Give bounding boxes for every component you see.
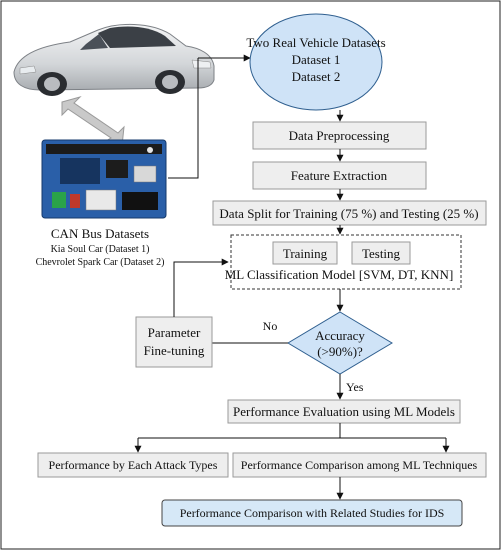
vehicle-datasets-node: Two Real Vehicle Datasets Dataset 1 Data… — [246, 13, 386, 111]
feedback-arrow — [173, 258, 229, 317]
accuracy-line2: (>90%)? — [317, 344, 363, 359]
training-label: Training — [283, 246, 328, 261]
testing-label: Testing — [362, 246, 401, 261]
car-image — [13, 23, 215, 96]
data-split-label: Data Split for Training (75 %) and Testi… — [219, 206, 478, 221]
parameter-line1: Parameter — [148, 325, 201, 340]
training-box — [272, 241, 338, 265]
can-bus-title: CAN Bus Datasets — [51, 226, 149, 241]
vehicle-datasets-line1: Dataset 1 — [292, 52, 341, 67]
data-preprocessing-box: Data Preprocessing — [252, 121, 427, 150]
performance-comparison-ml-box: Performance Comparison among ML Techniqu… — [232, 452, 487, 478]
can-bus-car2: Chevrolet Spark Car (Dataset 2) — [36, 257, 165, 268]
performance-related-box: Performance Comparison with Related Stud… — [161, 499, 463, 527]
feature-extraction-label: Feature Extraction — [291, 168, 388, 183]
performance-attack-label: Performance by Each Attack Types — [49, 458, 218, 472]
performance-related-label: Performance Comparison with Related Stud… — [180, 506, 445, 520]
no-label: No — [263, 319, 278, 333]
performance-evaluation-box: Performance Evaluation using ML Models — [227, 399, 461, 424]
performance-evaluation-label: Performance Evaluation using ML Models — [233, 404, 455, 419]
accuracy-decision: Accuracy (>90%)? — [287, 311, 393, 375]
vehicle-datasets-title: Two Real Vehicle Datasets — [246, 35, 385, 50]
feature-extraction-box: Feature Extraction — [252, 161, 427, 190]
fork-connectors — [134, 423, 450, 453]
can-bus-board-image — [41, 139, 167, 219]
data-preprocessing-label: Data Preprocessing — [289, 128, 390, 143]
performance-comparison-ml-label: Performance Comparison among ML Techniqu… — [241, 458, 478, 472]
parameter-finetuning-box: Parameter Fine-tuning — [135, 316, 213, 368]
vehicle-datasets-line2: Dataset 2 — [292, 69, 341, 84]
testing-box — [351, 241, 411, 265]
can-bus-car1: Kia Soul Car (Dataset 1) — [51, 244, 150, 255]
car-board-double-arrow — [61, 96, 125, 147]
data-split-box: Data Split for Training (75 %) and Testi… — [212, 200, 487, 226]
classification-model-container: Training Testing ML Classification Model… — [225, 234, 462, 290]
source-connectors — [168, 54, 251, 179]
performance-attack-box: Performance by Each Attack Types — [37, 452, 229, 478]
parameter-line2: Fine-tuning — [144, 343, 205, 358]
classification-model-label: ML Classification Model [SVM, DT, KNN] — [225, 267, 454, 282]
accuracy-line1: Accuracy — [315, 328, 365, 343]
yes-label: Yes — [346, 380, 364, 394]
